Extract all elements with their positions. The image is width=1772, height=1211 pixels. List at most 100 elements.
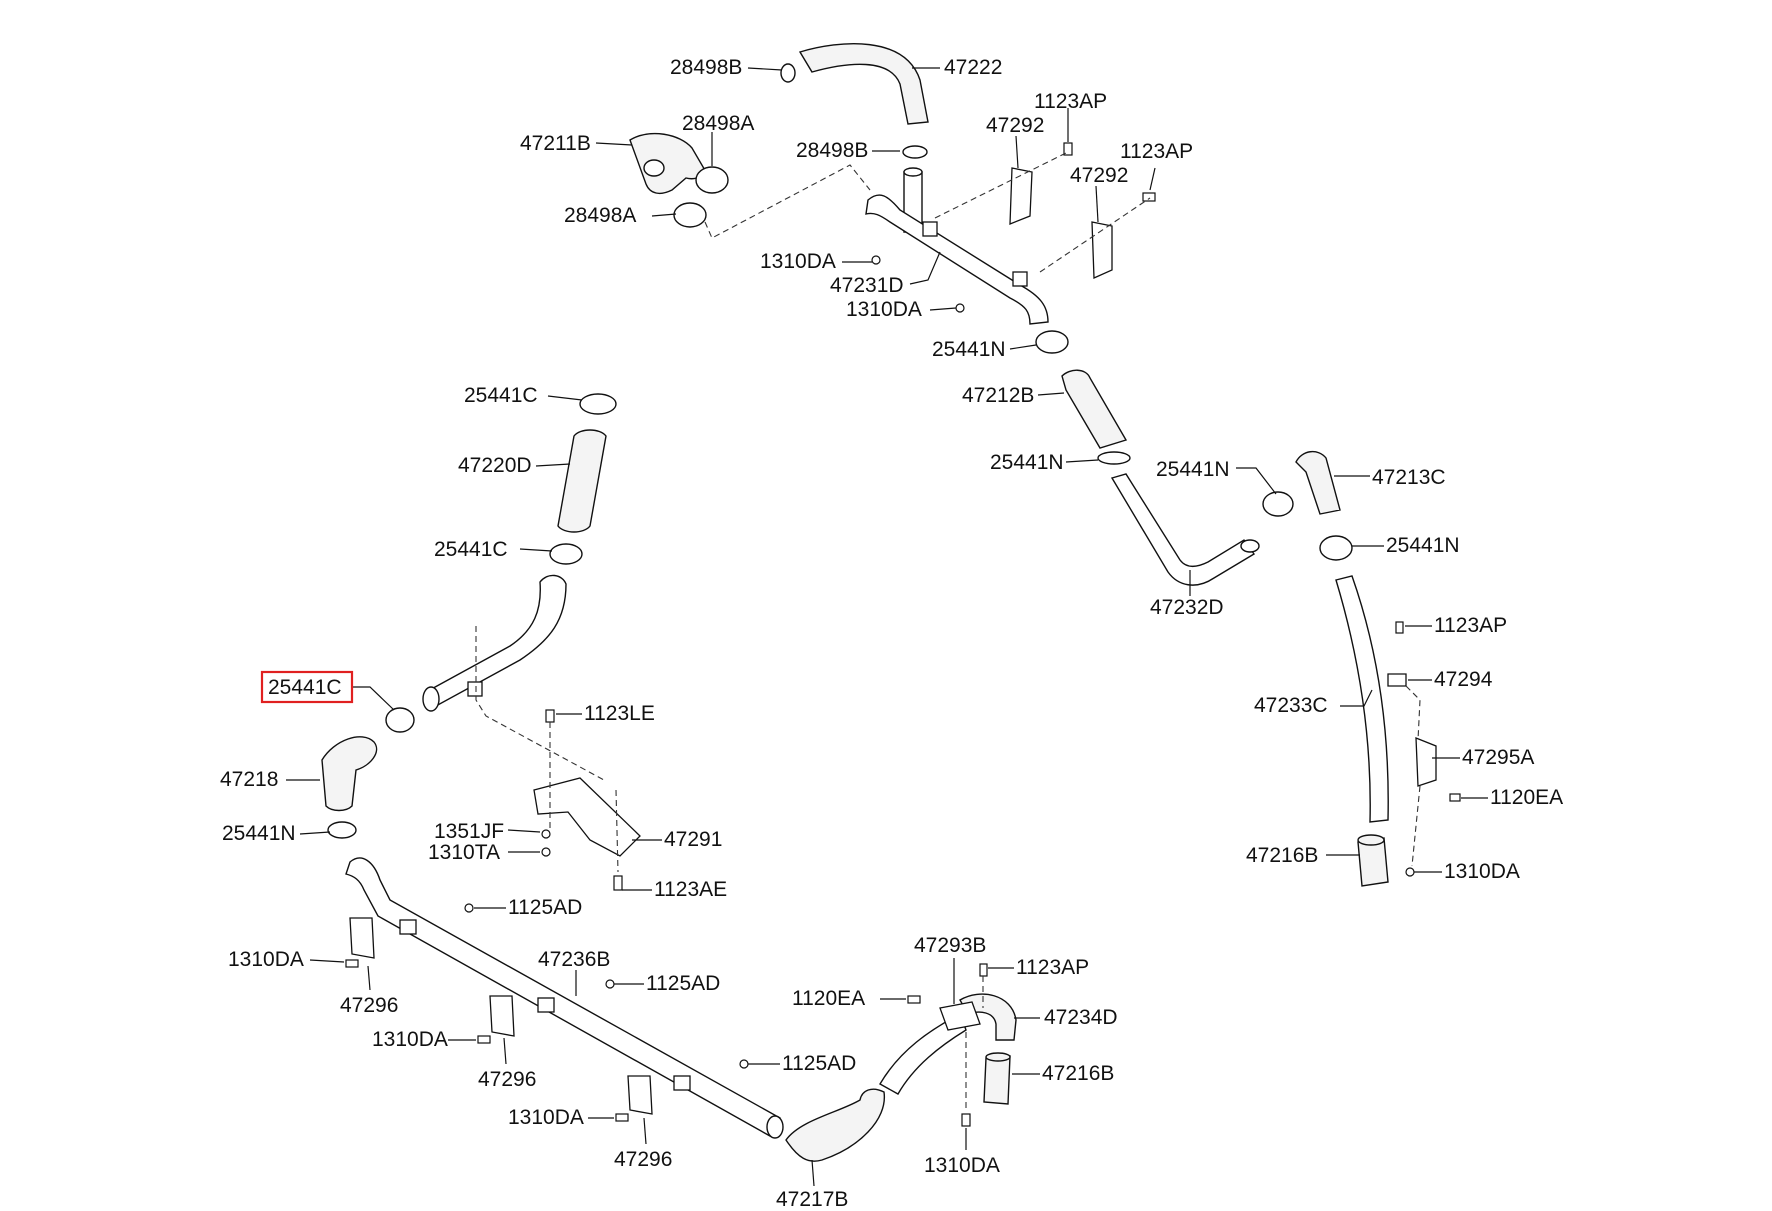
bracket-47291 [533, 777, 641, 857]
label-47293b: 47293B [914, 934, 986, 957]
bolt-1120ea-b [907, 995, 921, 1004]
label-47212b: 47212B [962, 384, 1034, 407]
bolt-1310da-f [615, 1113, 629, 1122]
clamp-25441n-c [1262, 491, 1294, 517]
clamp-25441c-b [549, 543, 583, 565]
pipe-left-riser-end [422, 686, 440, 712]
bracket-47295a [1415, 737, 1437, 787]
label-25441c-a: 25441C [464, 384, 538, 407]
bolt-1310da-e [477, 1035, 491, 1044]
bracket-left-riser [467, 681, 483, 697]
hose-47218 [321, 736, 378, 812]
hose-47216b-b-end [985, 1052, 1011, 1062]
label-47236b: 47236B [538, 948, 610, 971]
nut-1310ta [541, 847, 551, 857]
label-1123ap-d: 1123AP [1016, 956, 1089, 979]
hose-47220d [557, 429, 607, 533]
dash-right-a [1405, 685, 1421, 741]
bolt-1123ap-a [1063, 142, 1073, 156]
label-1310ta: 1310TA [428, 841, 500, 864]
hose-47216b-b [983, 1055, 1011, 1105]
bracket-47231d-b [1012, 271, 1028, 287]
label-28498b-top: 28498B [670, 56, 742, 79]
label-25441n-a: 25441N [932, 338, 1006, 361]
label-47217b: 47217B [776, 1188, 848, 1211]
label-28498b-mid: 28498B [796, 139, 868, 162]
bracket-47296-c [627, 1075, 653, 1115]
label-1120ea-b: 1120EA [792, 987, 865, 1010]
nut-1125ad-c [739, 1059, 749, 1069]
bracket-47296-b-tab [537, 997, 555, 1013]
label-1310da-b: 1310DA [846, 298, 922, 321]
dash-top-c [1039, 197, 1151, 273]
bolt-1123ap-c [1395, 621, 1404, 634]
hose-47213c [1295, 451, 1341, 515]
dash-top-a [704, 164, 871, 239]
hose-47211b [629, 132, 707, 195]
bolt-1123le [545, 709, 555, 723]
clamp-28498a-top [695, 166, 729, 194]
label-47213c: 47213C [1372, 466, 1446, 489]
label-47296-b: 47296 [478, 1068, 536, 1091]
label-1123le: 1123LE [584, 702, 655, 725]
bolt-1120ea-a [1449, 793, 1461, 802]
label-1123ap-a: 1123AP [1034, 90, 1107, 113]
label-25441n-e: 25441N [222, 822, 296, 845]
bracket-47292-b [1091, 221, 1113, 279]
nut-1125ad-b [605, 979, 615, 989]
label-1123ap-c: 1123AP [1434, 614, 1507, 637]
label-47232d: 47232D [1150, 596, 1224, 619]
label-25441n-d: 25441N [1386, 534, 1460, 557]
dash-right-b [1411, 785, 1421, 867]
pipe-47236b-end [766, 1115, 784, 1139]
label-47296-a: 47296 [340, 994, 398, 1017]
bracket-47296-c-tab [673, 1075, 691, 1091]
bracket-47293b [939, 1001, 981, 1031]
label-47218: 47218 [220, 768, 278, 791]
bolt-1310da-d [345, 959, 359, 968]
bolt-1123ae [613, 875, 623, 891]
label-1123ap-b: 1123AP [1120, 140, 1193, 163]
clamp-25441n-e [327, 821, 357, 839]
label-1310da-e: 1310DA [372, 1028, 448, 1051]
part-labels: 28498B 47222 47211B 28498A 28498A 28498B… [220, 56, 1563, 1211]
label-1310da-c: 1310DA [1444, 860, 1520, 883]
clamp-28498b-mid [902, 145, 928, 159]
bolt-1310da-g [961, 1113, 971, 1127]
dash-left-c [615, 789, 619, 873]
bracket-47296-a [349, 917, 375, 959]
clamp-28498b-top [780, 63, 796, 83]
hose-47234d [959, 993, 1017, 1041]
label-47220d: 47220D [458, 454, 532, 477]
label-25441c-b: 25441C [434, 538, 508, 561]
bracket-47292-a [1009, 167, 1033, 225]
pipe-47232d-end [1240, 539, 1260, 553]
hose-47211b-end [643, 159, 665, 177]
label-47295a: 47295A [1462, 746, 1534, 769]
bolt-1123ap-b [1142, 192, 1156, 202]
label-47296-c: 47296 [614, 1148, 672, 1171]
nut-1351jf [541, 829, 551, 839]
bolt-1123ap-d [979, 963, 988, 977]
label-1310da-d: 1310DA [228, 948, 304, 971]
clamp-25441n-d [1319, 535, 1353, 561]
label-25441n-c: 25441N [1156, 458, 1230, 481]
pipe-47232d [1110, 473, 1256, 586]
hose-47216b-a-end [1357, 834, 1385, 846]
label-47234d: 47234D [1044, 1006, 1118, 1029]
label-47233c: 47233C [1254, 694, 1328, 717]
label-28498a-bot: 28498A [564, 204, 636, 227]
pipe-47231d [865, 194, 1049, 325]
label-1125ad-a: 1125AD [508, 896, 582, 919]
label-25441n-b: 25441N [990, 451, 1064, 474]
clamp-25441c-highlight [385, 707, 415, 733]
hose-47212b [1061, 369, 1128, 449]
label-47231d: 47231D [830, 274, 904, 297]
stub-pipe-end [903, 167, 923, 177]
clamp-25441n-a [1035, 330, 1069, 354]
pipe-left-riser [424, 574, 567, 707]
clamp-25441n-b [1097, 451, 1131, 465]
label-1125ad-c: 1125AD [782, 1052, 856, 1075]
label-25441c-highlight[interactable]: 25441C [268, 676, 342, 699]
clamp-25441c-a [579, 393, 617, 415]
